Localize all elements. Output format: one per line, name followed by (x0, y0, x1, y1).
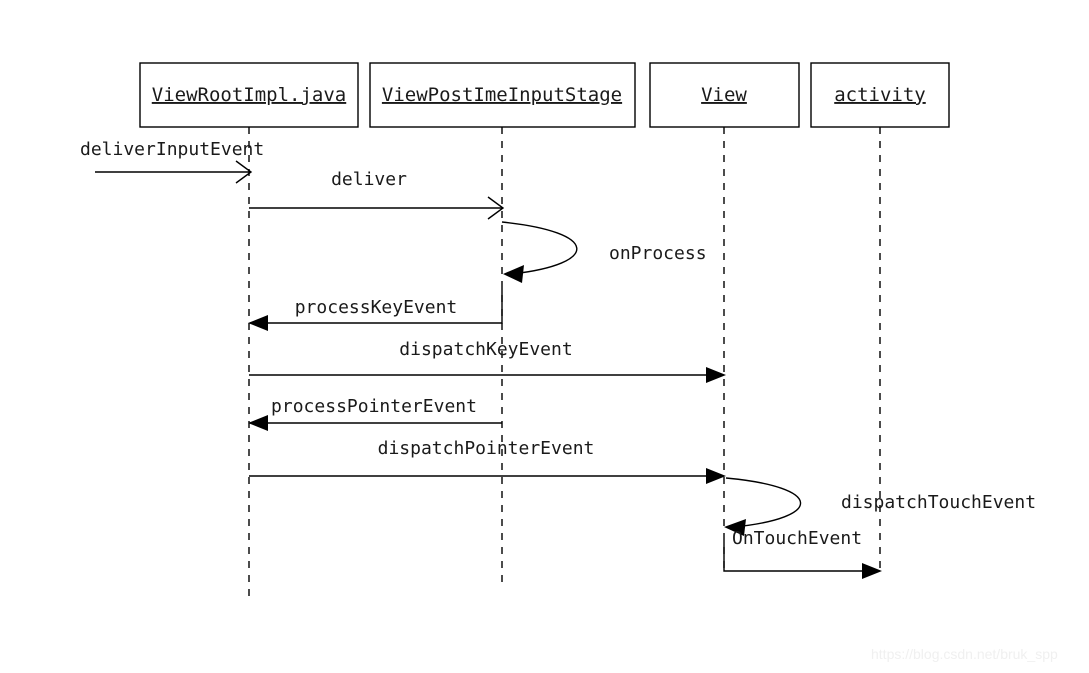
arrowhead-solid-ontouchevent (862, 563, 882, 579)
lifeline-label-viewpostimeinputstage: ViewPostImeInputStage (382, 84, 622, 106)
message-label-dispatchtouchevent: dispatchTouchEvent (841, 492, 1036, 513)
arrowhead-solid-dispatchtouchevent (724, 519, 746, 536)
arrowhead-solid-dispatchkeyevent (706, 367, 726, 383)
message-processkeyevent[interactable]: processKeyEvent (248, 288, 503, 331)
message-line-ontouchevent (723, 540, 878, 572)
lifeline-label-viewrootimpl: ViewRootImpl.java (152, 84, 346, 106)
lifeline-boxes-group: ViewRootImpl.java ViewPostImeInputStage … (139, 62, 950, 128)
lifeline-box-viewrootimpl[interactable] (139, 62, 359, 128)
message-label-processpointerevent: processPointerEvent (271, 396, 477, 417)
message-dispatchkeyevent[interactable]: dispatchKeyEvent (249, 339, 726, 383)
message-line-processkeyevent (250, 288, 503, 324)
watermark-text: https://blog.csdn.net/bruk_spp (871, 646, 1058, 662)
message-label-ontouchevent: OnTouchEvent (732, 528, 862, 549)
message-onprocess[interactable]: onProcess (501, 221, 707, 283)
lifeline-box-view[interactable] (649, 62, 800, 128)
lifelines-group (248, 127, 881, 596)
message-label-dispatchkeyevent: dispatchKeyEvent (399, 339, 572, 360)
message-deliverinputevent[interactable]: deliverInputEvent (80, 139, 264, 184)
message-processpointerevent[interactable]: processPointerEvent (248, 396, 502, 431)
lifeline-label-activity: activity (834, 84, 926, 106)
message-dispatchtouchevent[interactable]: dispatchTouchEvent (724, 477, 1036, 536)
message-dispatchpointerevent[interactable]: dispatchPointerEvent (249, 438, 726, 484)
message-label-onprocess: onProcess (609, 243, 707, 264)
message-label-dispatchpointerevent: dispatchPointerEvent (378, 438, 595, 459)
arrowhead-open-deliver (487, 196, 505, 220)
message-label-processkeyevent: processKeyEvent (295, 297, 458, 318)
message-label-deliverinputevent: deliverInputEvent (80, 139, 264, 160)
lifeline-box-activity[interactable] (810, 62, 950, 128)
message-curve-onprocess (501, 221, 578, 275)
message-curve-dispatchtouchevent (725, 477, 802, 528)
arrowhead-open-deliverinputevent (235, 160, 253, 184)
lifeline-box-viewpostimeinputstage[interactable] (369, 62, 636, 128)
arrowhead-solid-processpointerevent (248, 415, 268, 431)
lifeline-label-view: View (701, 84, 747, 106)
arrowhead-solid-onprocess (503, 265, 524, 283)
message-deliver[interactable]: deliver (249, 169, 505, 220)
arrowhead-solid-dispatchpointerevent (706, 468, 726, 484)
arrowhead-solid-processkeyevent (248, 315, 268, 331)
message-ontouchevent[interactable]: OnTouchEvent (723, 528, 882, 579)
message-label-deliver: deliver (331, 169, 407, 190)
